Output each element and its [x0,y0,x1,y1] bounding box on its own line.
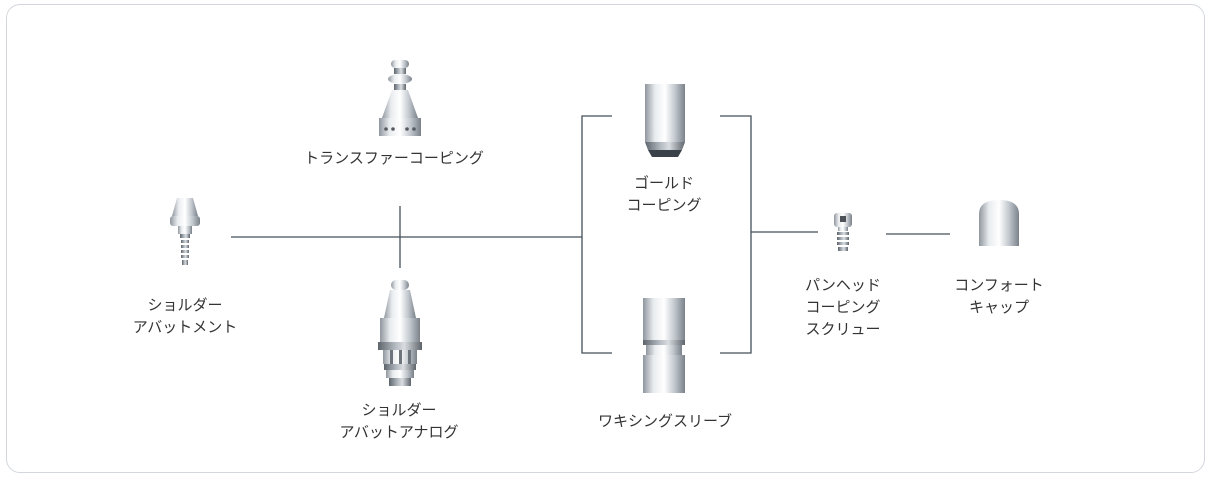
label-line: アバットアナログ [339,423,459,441]
label-line: ワキシングスリーブ [597,412,733,430]
label-line: ゴールド [633,174,695,192]
label-line: パンヘッド [805,276,881,294]
connector-lines [231,115,950,354]
gold-coping-image [645,84,685,157]
label-pan-head-coping-screw: パンヘッド コーピング スクリュー [805,274,881,340]
label-line: アバットメント [132,318,238,336]
label-gold-coping: ゴールド コーピング [626,172,701,216]
label-line: ショルダー [361,401,437,419]
transfer-coping-image [379,60,421,136]
shoulder-abutment-image [170,198,200,265]
label-line: スクリュー [805,320,881,338]
comfort-cap-image [979,200,1019,246]
bracket-left [581,115,612,354]
label-comfort-cap: コンフォート キャップ [954,274,1044,318]
label-shoulder-abutment-analog: ショルダー アバットアナログ [339,399,458,443]
label-waxing-sleeve: ワキシングスリーブ [598,410,732,432]
label-shoulder-abutment: ショルダー アバットメント [133,294,237,338]
label-line: コーピング [626,196,702,214]
label-transfer-coping: トランスファーコーピング [304,147,484,169]
label-line: キャップ [968,298,1029,316]
label-line: コーピング [805,298,881,316]
waxing-sleeve-image [643,298,685,393]
label-line: コンフォート [954,276,1044,294]
bracket-right [720,115,752,354]
label-line: トランスファーコーピング [304,149,484,167]
label-line: ショルダー [147,296,223,314]
pan-head-coping-screw-image [834,213,852,251]
shoulder-abutment-analog-image [378,280,422,386]
